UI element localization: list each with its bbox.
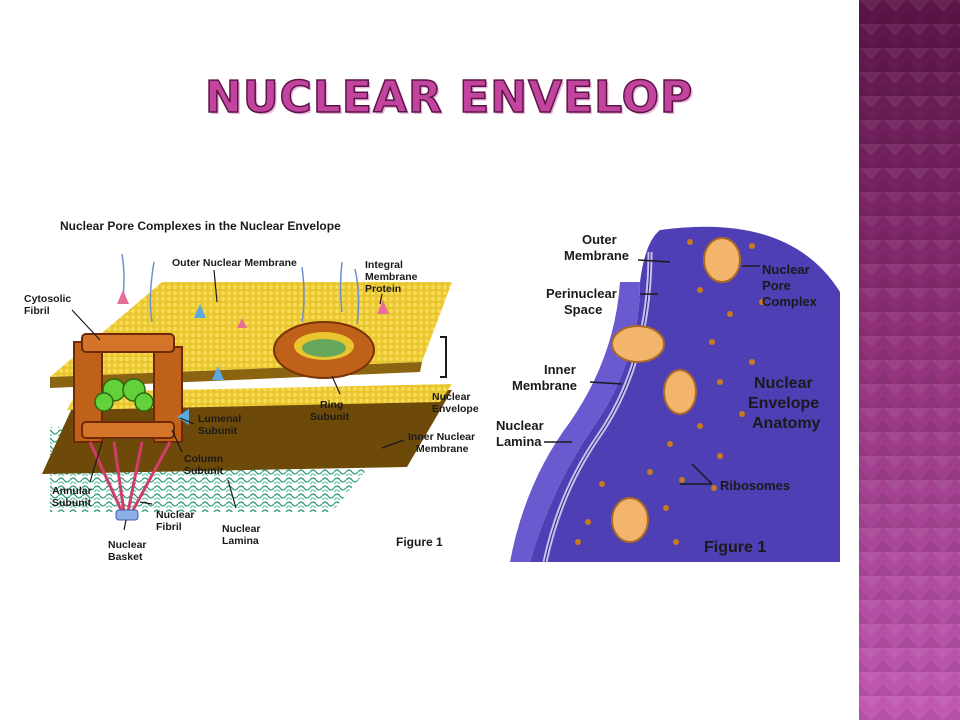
label-nuclear-fibril: Nuclear [156, 509, 195, 521]
label-nuclear-pore-complex: Nuclear [762, 262, 810, 277]
pore-ring-complex [273, 321, 375, 379]
label-integral-membrane-protein: Membrane [365, 271, 418, 283]
label-nuclear-lamina: Nuclear [222, 523, 261, 535]
label-nuclear-lamina: Lamina [496, 434, 542, 449]
label-cytosolic-fibril: Cytosolic [24, 293, 71, 305]
label-nuclear-fibril: Fibril [156, 521, 182, 533]
label-inner-nuclear-membrane: Inner Nuclear [408, 431, 475, 443]
outer-membrane-layer [50, 282, 452, 377]
label-ribosomes: Ribosomes [720, 478, 790, 493]
nuclear-envelope-anatomy-figure: Outer Membrane Perinuclear Space Inner M… [490, 222, 850, 582]
label-integral-membrane-protein: Protein [365, 283, 401, 295]
label-nuclear-basket: Nuclear [108, 539, 147, 551]
figure-caption: Figure 1 [396, 535, 443, 549]
label-nuclear-lamina: Nuclear [496, 418, 544, 433]
label-perinuclear-space: Space [564, 302, 602, 317]
nuclear-basket-ring [115, 509, 139, 521]
label-lumenal-subunit: Subunit [198, 425, 238, 437]
label-nuclear-pore-complex: Pore [762, 278, 791, 293]
figure-heading: Nuclear Pore Complexes in the Nuclear En… [60, 219, 341, 233]
label-inner-nuclear-membrane: Membrane [416, 443, 469, 455]
label-ring-subunit: Subunit [310, 411, 350, 423]
integral-protein [117, 290, 129, 304]
label-envelope-anatomy: Envelope [748, 395, 819, 412]
label-nuclear-envelope: Envelope [432, 403, 479, 415]
envelope-bracket [440, 336, 447, 378]
label-cytosolic-fibril: Fibril [24, 305, 50, 317]
membrane-protein [212, 366, 224, 380]
label-column-subunit: Column [184, 453, 223, 465]
label-annular-subunit: Annular [52, 485, 92, 497]
label-outer-membrane: Membrane [564, 248, 629, 263]
nuclear-pore-complex [611, 237, 741, 543]
label-nuclear-lamina: Lamina [222, 535, 259, 547]
nuclear-basket-fibrils [88, 441, 172, 513]
nuclear-pore-complex-figure: Nuclear Pore Complexes in the Nuclear En… [22, 212, 492, 582]
label-nuclear-pore-complex: Complex [762, 294, 818, 309]
leader-lines [71, 269, 405, 531]
leader-lines [544, 259, 760, 485]
figure-caption: Figure 1 [704, 539, 766, 556]
label-inner-membrane: Membrane [512, 378, 577, 393]
integral-protein [237, 318, 247, 328]
label-annular-subunit: Subunit [52, 497, 92, 509]
label-outer-nuclear-membrane: Outer Nuclear Membrane [172, 257, 297, 269]
slide-title: NUCLEAR ENVELOP [204, 71, 694, 124]
label-nuclear-envelope: Nuclear [432, 391, 471, 403]
nuclear-envelope-anatomy-diagram: Outer Membrane Perinuclear Space Inner M… [496, 226, 840, 563]
label-ring-subunit: Ring [320, 399, 343, 411]
nuclear-lamina-band [510, 282, 640, 562]
integral-protein [377, 300, 389, 314]
label-envelope-anatomy: Nuclear [754, 375, 813, 392]
nuclear-pore-complex-diagram: Nuclear Pore Complexes in the Nuclear En… [24, 219, 479, 563]
label-envelope-anatomy: Anatomy [752, 415, 821, 432]
label-inner-membrane: Inner [544, 362, 576, 377]
label-integral-membrane-protein: Integral [365, 259, 403, 271]
decorative-side-bar [857, 0, 960, 720]
label-nuclear-basket: Basket [108, 551, 143, 563]
ribosomes [575, 239, 765, 545]
label-column-subunit: Subunit [184, 465, 224, 477]
pore-complex-cross-section [73, 333, 189, 443]
label-perinuclear-space: Perinuclear [546, 286, 617, 301]
membrane-protein [194, 304, 206, 318]
label-outer-membrane: Outer [582, 232, 617, 247]
label-lumenal-subunit: Lumenal [198, 413, 241, 425]
